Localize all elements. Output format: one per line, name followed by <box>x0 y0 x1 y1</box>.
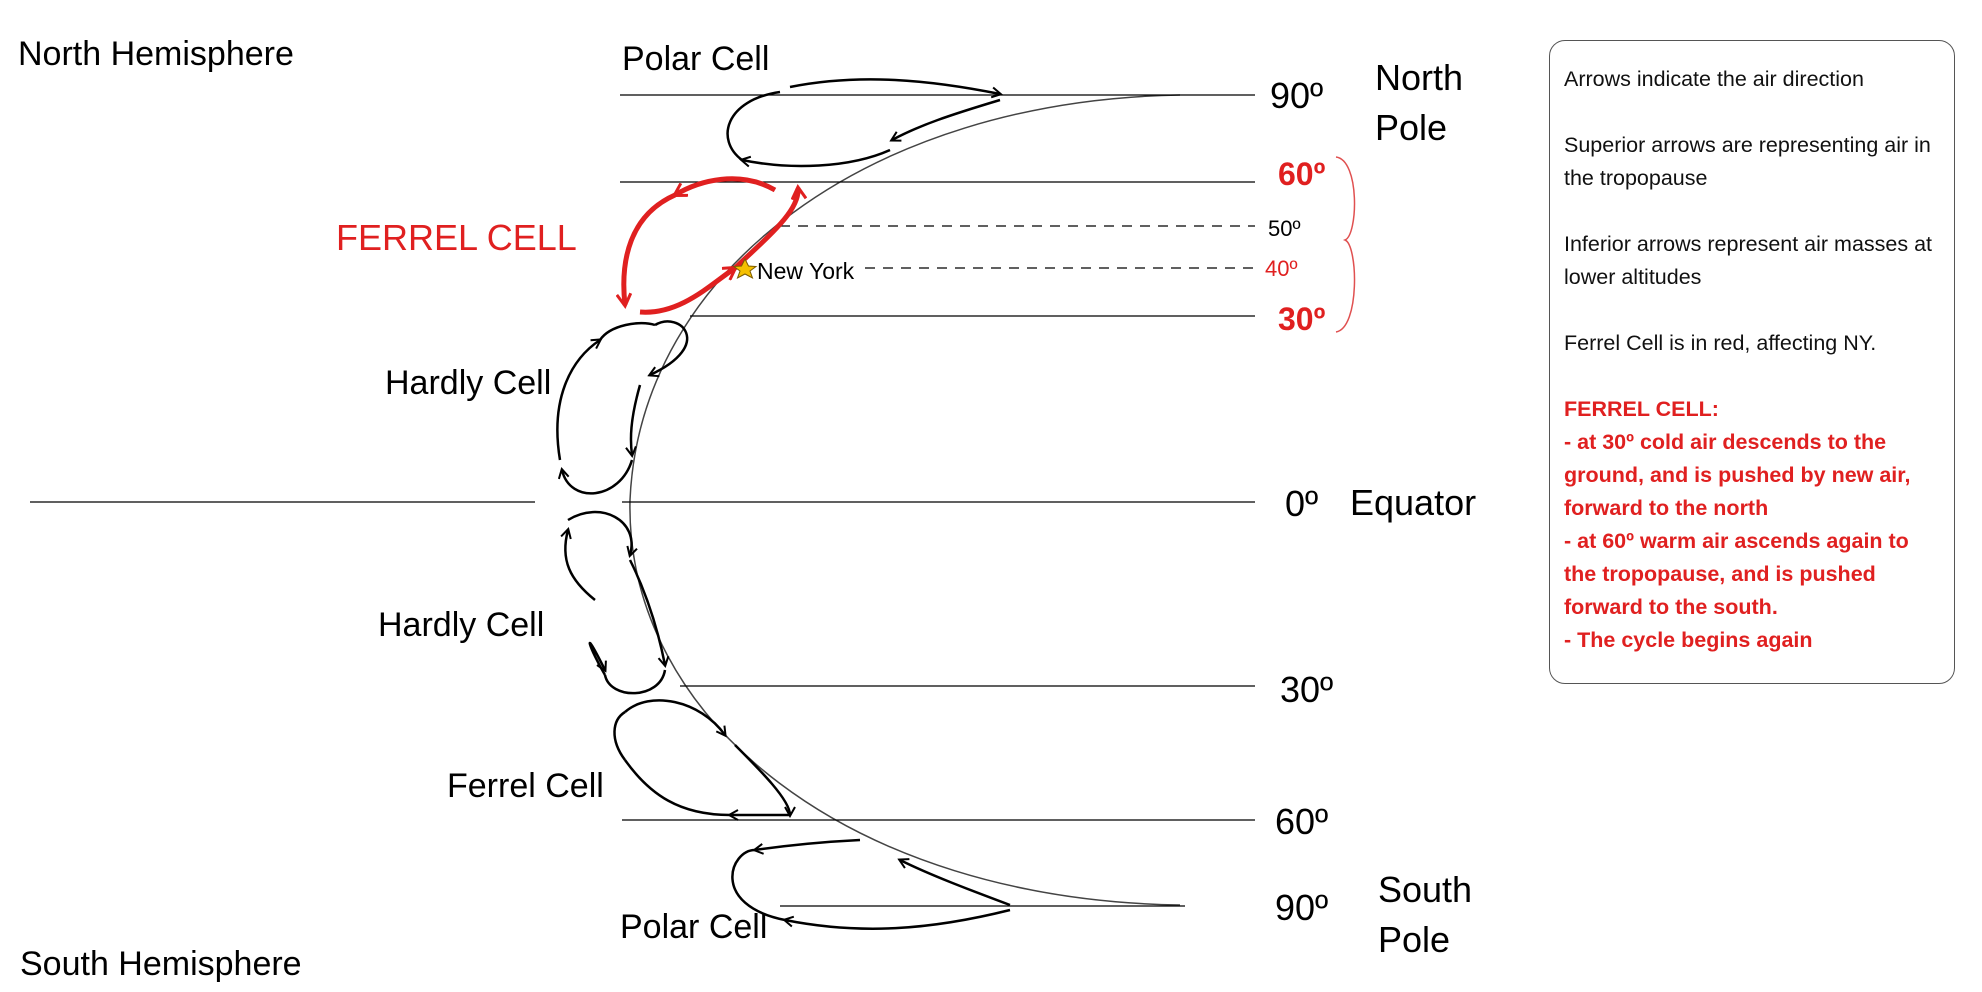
ferrel-title: FERREL CELL: <box>1564 397 1719 421</box>
equator-label: Equator <box>1350 482 1476 523</box>
south-ferrel-cell-loop <box>613 699 790 815</box>
latitude-s30-label: 30º <box>1280 669 1333 710</box>
latitude-s90-label: 90º <box>1275 887 1328 928</box>
note-ferrel-ny: Ferrel Cell is in red, affecting NY. <box>1564 331 1877 355</box>
ferrel-line-2: - at 60º warm air ascends again to the t… <box>1564 529 1909 619</box>
north-ferrel-cell-label: FERREL CELL <box>336 217 577 258</box>
north-ferrel-cell-loop <box>624 176 798 315</box>
latitude-equator-label: 0º <box>1285 483 1318 524</box>
latitude-s60-label: 60º <box>1275 801 1328 842</box>
north-pole-label-line1: North <box>1375 57 1463 98</box>
south-polar-cell-label: Polar Cell <box>620 908 767 946</box>
south-hadley-cell-label: Hardly Cell <box>378 606 544 644</box>
south-hemisphere-label: South Hemisphere <box>20 945 302 983</box>
note-inferior: Inferior arrows represent air masses at … <box>1564 232 1933 289</box>
latitude-lines <box>30 94 1255 907</box>
ferrel-explanation: FERREL CELL: - at 30º cold air descends … <box>1564 393 1942 657</box>
south-pole-label-line1: South <box>1378 869 1472 910</box>
north-hemisphere-label: North Hemisphere <box>18 35 294 73</box>
new-york-label: New York <box>757 258 855 284</box>
latitude-n90-label: 90º <box>1270 75 1323 116</box>
ferrel-line-3: - The cycle begins again <box>1564 628 1813 652</box>
north-polar-cell-loop <box>726 78 1000 166</box>
latitude-n30-label: 30º <box>1278 301 1326 337</box>
north-hadley-cell-loop <box>556 320 689 495</box>
south-pole-label-line2: Pole <box>1378 919 1450 960</box>
ferrel-line-1: - at 30º cold air descends to the ground… <box>1564 430 1911 520</box>
note-superior: Superior arrows are representing air in … <box>1564 133 1931 190</box>
latitude-n40-label: 40º <box>1265 256 1298 281</box>
south-polar-cell-loop <box>731 838 1011 930</box>
south-hadley-cell-loop <box>565 510 665 695</box>
star-icon <box>732 257 758 280</box>
latitude-n50-label: 50º <box>1268 216 1301 241</box>
earth-outline <box>629 94 1181 906</box>
note-arrows: Arrows indicate the air direction <box>1564 67 1864 91</box>
north-hadley-cell-label: Hardly Cell <box>385 364 551 402</box>
notes-panel: Arrows indicate the air direction Superi… <box>1549 40 1955 684</box>
south-ferrel-cell-label: Ferrel Cell <box>447 767 604 805</box>
north-pole-label-line2: Pole <box>1375 107 1447 148</box>
latitude-n60-label: 60º <box>1278 156 1326 192</box>
north-polar-cell-label: Polar Cell <box>622 40 769 78</box>
latitude-bracket <box>1335 156 1356 333</box>
